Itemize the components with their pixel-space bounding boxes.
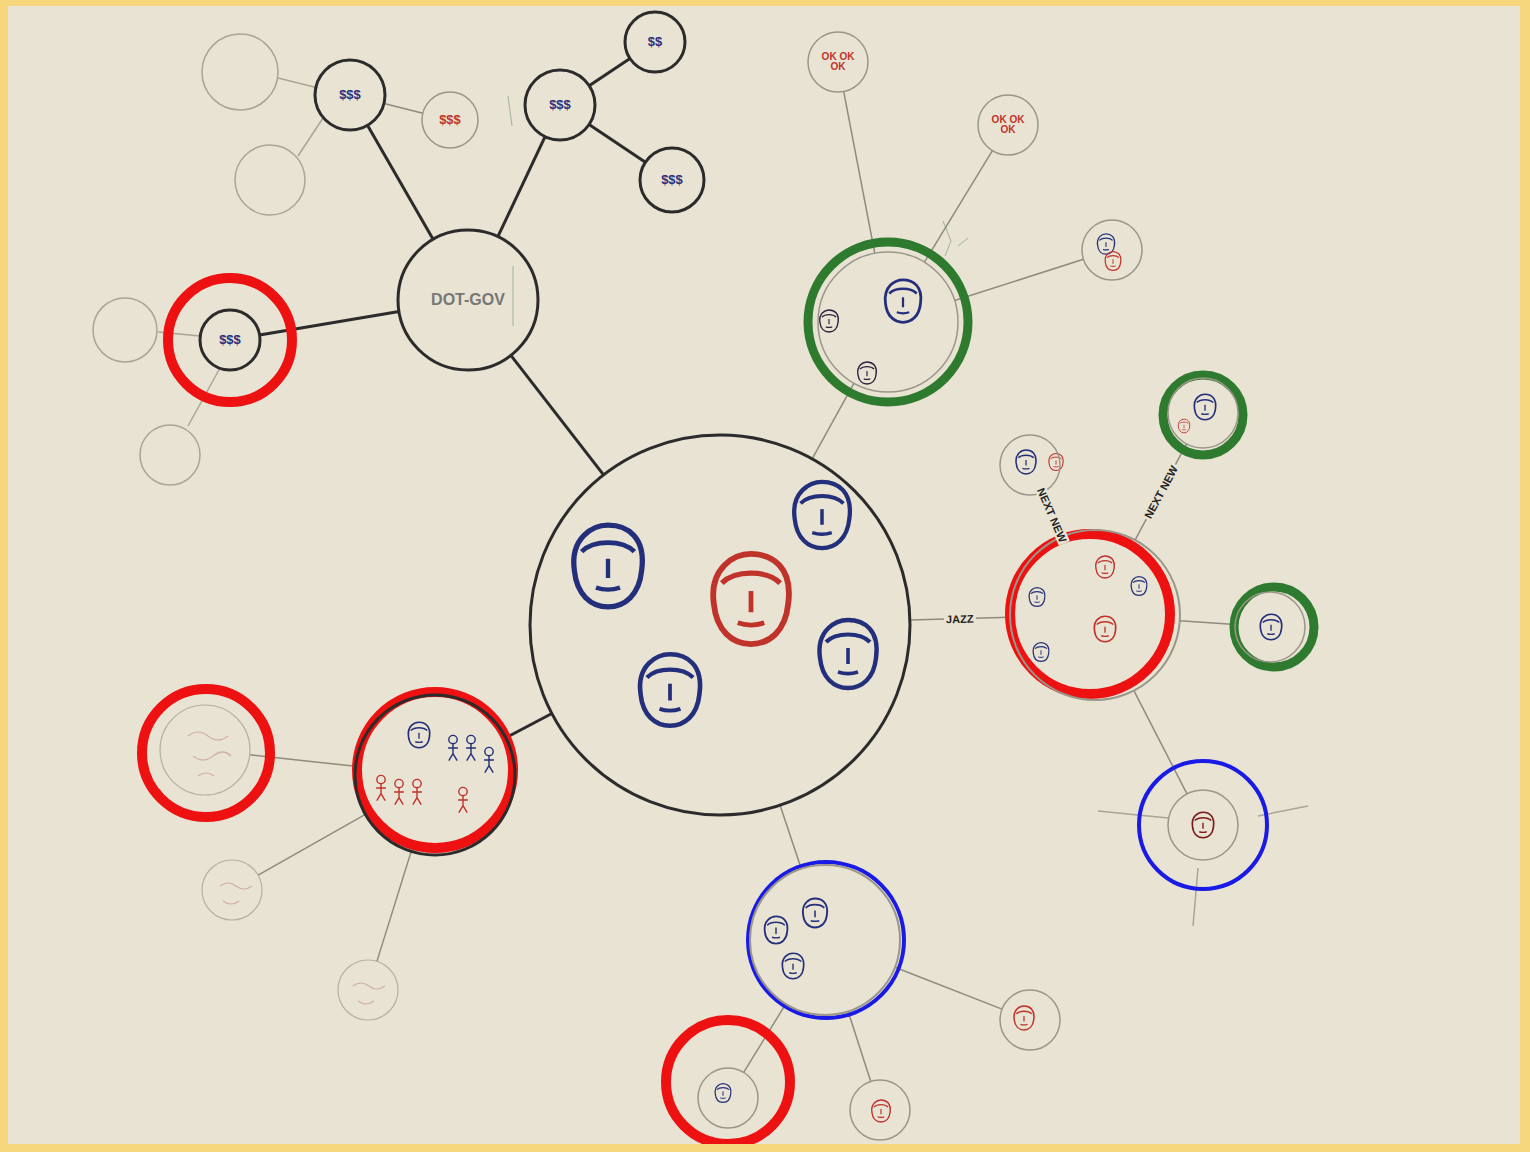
- circle-node: $$$: [200, 310, 260, 370]
- connector-line: [506, 713, 552, 737]
- circle-outline: [1082, 220, 1142, 280]
- node-text-group: $$$: [339, 88, 361, 102]
- connector-line: [1134, 691, 1187, 794]
- node-label: $$$: [219, 333, 241, 347]
- circle-outline: [1000, 435, 1060, 495]
- node-text-group: OK OK OK: [816, 52, 861, 73]
- circle-outline: [818, 252, 958, 392]
- sketch-background: [8, 6, 1520, 1144]
- node-label: DOT-GOV: [431, 292, 505, 309]
- circle-node: [850, 1080, 910, 1140]
- circle-outline: [698, 1068, 758, 1128]
- node-text-group: $$$: [549, 98, 571, 112]
- circle-node: [818, 252, 958, 392]
- node-label: $$$: [339, 88, 361, 102]
- circle-node: [1168, 378, 1238, 448]
- circle-outline: [1168, 378, 1238, 448]
- circle-node: [202, 860, 262, 920]
- node-label: OK OK OK: [816, 52, 861, 73]
- connector-line: [812, 383, 854, 459]
- node-label: $$$: [661, 173, 683, 187]
- connector-line: [258, 814, 365, 875]
- circle-node: [160, 705, 250, 795]
- connector-line: [250, 755, 356, 766]
- circle-node: [530, 435, 910, 815]
- node-text-group: DOT-GOV: [431, 292, 505, 309]
- circle-node: DOT-GOV: [398, 230, 538, 370]
- connector-line: [498, 137, 545, 237]
- node-label: $$: [648, 35, 662, 49]
- circle-outline: [750, 865, 900, 1015]
- circle-node: [338, 960, 398, 1020]
- connector-line: [589, 124, 645, 162]
- node-text-group: $$$: [439, 113, 461, 127]
- circle-node: $$: [625, 12, 685, 72]
- node-text-group: $$$: [219, 333, 241, 347]
- edge-label: NEXT NEW: [1141, 462, 1181, 522]
- circle-node: $$$: [315, 60, 385, 130]
- connector-line: [780, 805, 801, 869]
- highlight-rings: [8, 6, 1520, 1144]
- connector-line: [895, 967, 1002, 1009]
- circle-outline: [160, 705, 250, 795]
- circle-node: [1000, 990, 1060, 1050]
- connector-line: [1180, 621, 1235, 625]
- connector-line: [367, 125, 433, 239]
- circle-node: $$$: [640, 148, 704, 212]
- circle-outline: [850, 1080, 910, 1140]
- circle-node: [1168, 790, 1238, 860]
- connector-line: [377, 851, 411, 961]
- face-drawings: [8, 6, 1520, 1144]
- connector-line: [384, 103, 423, 113]
- connector-line: [955, 259, 1084, 300]
- circle-node: [1235, 592, 1305, 662]
- connector-line: [589, 59, 630, 86]
- node-text-group: $$$: [661, 173, 683, 187]
- node-text-group: $$: [648, 35, 662, 49]
- circle-outline: [202, 860, 262, 920]
- circle-node: [355, 695, 515, 855]
- connector-line: [848, 1011, 871, 1081]
- connector-line: [844, 91, 875, 253]
- connector-line: [744, 1004, 786, 1073]
- node-label: OK OK OK: [986, 115, 1031, 136]
- circle-node: [1082, 220, 1142, 280]
- circle-node: $$$: [422, 92, 478, 148]
- circle-node: [698, 1068, 758, 1128]
- paper-sheet: DOT-GOV$$$$$$$$$$$$$$$$$OK OK OKOK OK OK…: [8, 6, 1520, 1144]
- circle-node: $$$: [525, 70, 595, 140]
- circle-node: [1010, 530, 1180, 700]
- node-label: $$$: [439, 113, 461, 127]
- circle-outline: [338, 960, 398, 1020]
- circle-outline: [1235, 592, 1305, 662]
- circle-node: OK OK OK: [978, 95, 1038, 155]
- circle-node: [750, 865, 900, 1015]
- circle-outline: [355, 695, 515, 855]
- connector-line: [1135, 444, 1186, 540]
- circle-node: [1000, 435, 1060, 495]
- connector-line: [924, 151, 992, 263]
- node-text-group: OK OK OK: [986, 115, 1031, 136]
- connector-line: [260, 312, 399, 335]
- node-label: $$$: [549, 98, 571, 112]
- circle-outline: [1010, 530, 1180, 700]
- connector-line: [511, 355, 604, 475]
- circle-outline: [1000, 990, 1060, 1050]
- connector-layer: [8, 6, 1520, 1144]
- circle-node: OK OK OK: [808, 32, 868, 92]
- circle-outline: [1168, 790, 1238, 860]
- circle-outline: [530, 435, 910, 815]
- edge-label: JAZZ: [944, 612, 976, 625]
- edge-label: NEXT NEW: [1034, 484, 1070, 546]
